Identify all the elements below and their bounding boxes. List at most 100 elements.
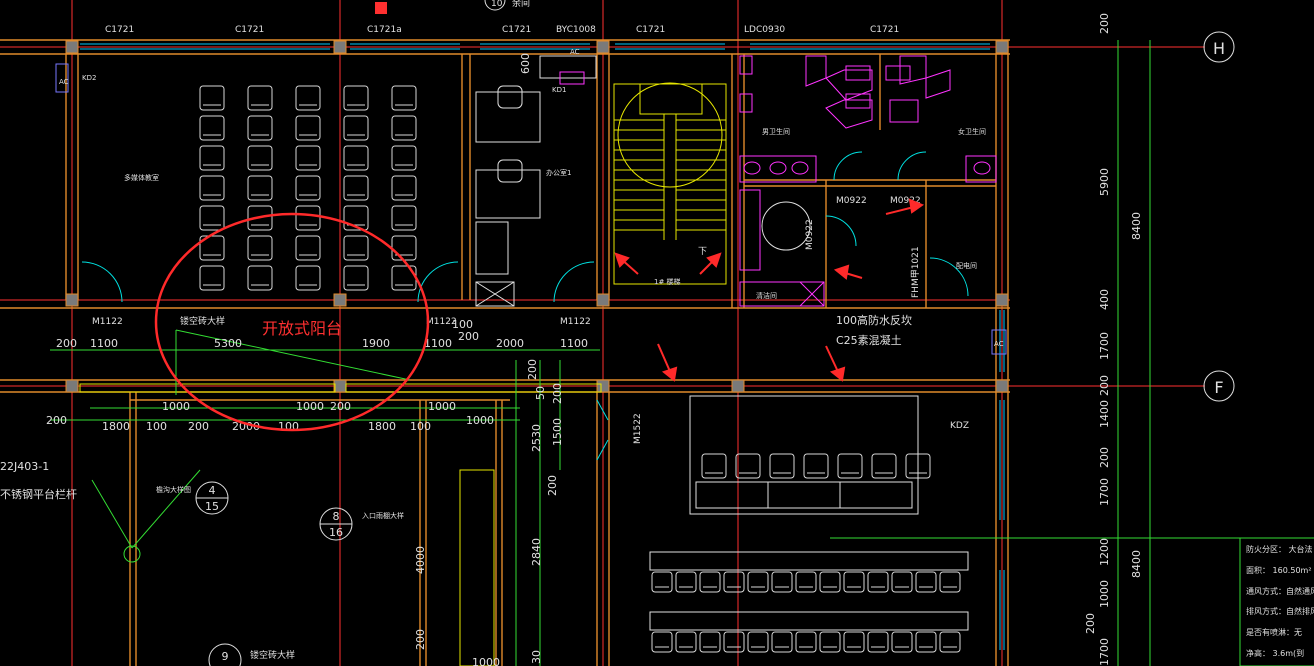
chair-icon	[295, 235, 321, 261]
equipment-label: KD1	[552, 86, 566, 94]
detail-ref-bottom: 16	[329, 526, 343, 539]
chair-icon	[343, 85, 369, 111]
room-label-women-wc: 女卫生间	[958, 127, 986, 136]
dim-text: 1000	[472, 656, 500, 666]
axis-label-f: F	[1214, 378, 1223, 397]
info-line: 面积： 160.50m²	[1246, 565, 1312, 575]
chair-icon	[295, 205, 321, 231]
dim-text: 1100	[424, 337, 452, 350]
markup-arrows	[614, 198, 925, 382]
room-label: 余间	[512, 0, 530, 9]
chair-icon	[651, 631, 673, 653]
dim-text: 2840	[530, 538, 543, 566]
annotation-railing: 不锈钢平台栏杆	[0, 487, 77, 501]
chair-icon	[819, 631, 841, 653]
chair-icon	[735, 453, 761, 479]
equipment-label: AC	[994, 340, 1004, 348]
dim-text: 200	[1098, 375, 1111, 396]
detail-ref-8: 8 16	[319, 507, 353, 541]
detail-ref-top: 8	[333, 510, 340, 523]
room-label-men-wc: 男卫生间	[762, 127, 790, 136]
annotation-concrete: C25素混凝土	[836, 333, 902, 347]
balcony-rail	[79, 383, 602, 666]
chair-icon	[247, 115, 273, 141]
dimension-vertical-right: 200 5900 400 1700 200 1400 200 1700 1200…	[1084, 13, 1143, 666]
dim-text: 1000	[296, 400, 324, 413]
dim-text: 1700	[1098, 638, 1111, 666]
info-panel: 防火分区： 大台法 面积： 160.50m² 通风方式：自然通风 排风方式：自然…	[1239, 537, 1314, 666]
dim-text: 1000	[466, 414, 494, 427]
chair-icon	[343, 265, 369, 291]
chair-icon	[795, 571, 817, 593]
dim-text: 5900	[1098, 168, 1111, 196]
chair-icon	[295, 175, 321, 201]
windows	[80, 43, 1005, 650]
chair-icon	[867, 571, 889, 593]
dim-text: 1900	[362, 337, 390, 350]
ac-unit-icon	[991, 329, 1007, 355]
dim-text: 200	[46, 414, 67, 427]
dim-text: 1000	[162, 400, 190, 413]
chair-icon	[343, 235, 369, 261]
chair-icon	[247, 145, 273, 171]
dim-text: 200	[330, 400, 351, 413]
chair-icon	[771, 571, 793, 593]
dim-text: 200	[1098, 447, 1111, 468]
chair-icon	[723, 631, 745, 653]
dim-text: 100	[410, 420, 431, 433]
equipment-label: AC	[570, 48, 580, 56]
door-label: M1122	[560, 317, 591, 327]
chair-icon	[199, 205, 225, 231]
chair-icon	[391, 175, 417, 201]
chair-icon	[723, 571, 745, 593]
chair-icon	[391, 85, 417, 111]
dim-text: 200	[1084, 613, 1097, 634]
dim-text: 1200	[1098, 538, 1111, 566]
door-label: M1122	[92, 317, 123, 327]
dimension-row-2: 1000 1000 200 1000 1000	[162, 400, 494, 427]
detail-ref-4: 4 15	[195, 481, 229, 515]
dim-text: 1700	[1098, 478, 1111, 506]
dim-text: 1700	[1098, 332, 1111, 360]
dim-text: 1800	[368, 420, 396, 433]
dim-text: 1500	[551, 418, 564, 446]
dimension-row-3: 200 1800 100 200 2000 100 1800 100	[46, 414, 431, 433]
door-label: FHM甲1021	[910, 246, 921, 298]
equipment-label: KDZ	[950, 421, 969, 431]
info-line: 防火分区： 大台法	[1246, 544, 1313, 554]
dim-text: 1100	[90, 337, 118, 350]
info-line: 排风方式：自然排风	[1246, 606, 1314, 616]
dim-text: 1400	[1098, 400, 1111, 428]
chair-icon	[675, 631, 697, 653]
annotations: 镂空砖大样 100高防水反坎 C25素混凝土 22J403-1 不锈钢平台栏杆 …	[0, 313, 912, 661]
dim-text: 400	[1098, 289, 1111, 310]
detail-ref-top: 9	[222, 650, 229, 663]
door-label: M0922	[890, 196, 921, 206]
chair-icon	[939, 631, 961, 653]
dim-text: 200	[414, 629, 427, 650]
dim-total: 8400	[1130, 212, 1143, 240]
annotation-entrance: 入口雨棚大样	[362, 511, 404, 520]
classroom-seating	[199, 85, 417, 291]
room-label-cleaning: 清洁间	[756, 291, 777, 300]
room-label-stair: 1# 楼梯	[654, 277, 681, 286]
room-label-classroom: 多媒体教室	[124, 173, 159, 182]
chair-icon	[295, 145, 321, 171]
chair-icon	[247, 85, 273, 111]
balcony-highlight-ellipse	[154, 212, 430, 432]
window-label: C1721	[870, 25, 899, 35]
chair-icon	[871, 453, 897, 479]
lower-room-seating	[651, 453, 961, 653]
window-label: C1721	[502, 25, 531, 35]
room-label-electrical: 配电间	[956, 261, 977, 270]
dim-text: 600	[519, 53, 532, 74]
dim-text: 2000	[232, 420, 260, 433]
dim-text: 200	[1098, 13, 1111, 34]
dim-text: 1000	[1098, 580, 1111, 608]
ac-unit-icon	[55, 63, 69, 93]
annotation-cornice: 檐沟大样图	[156, 485, 191, 494]
room-label-office: 办公室1	[546, 168, 571, 177]
chair-icon	[199, 265, 225, 291]
